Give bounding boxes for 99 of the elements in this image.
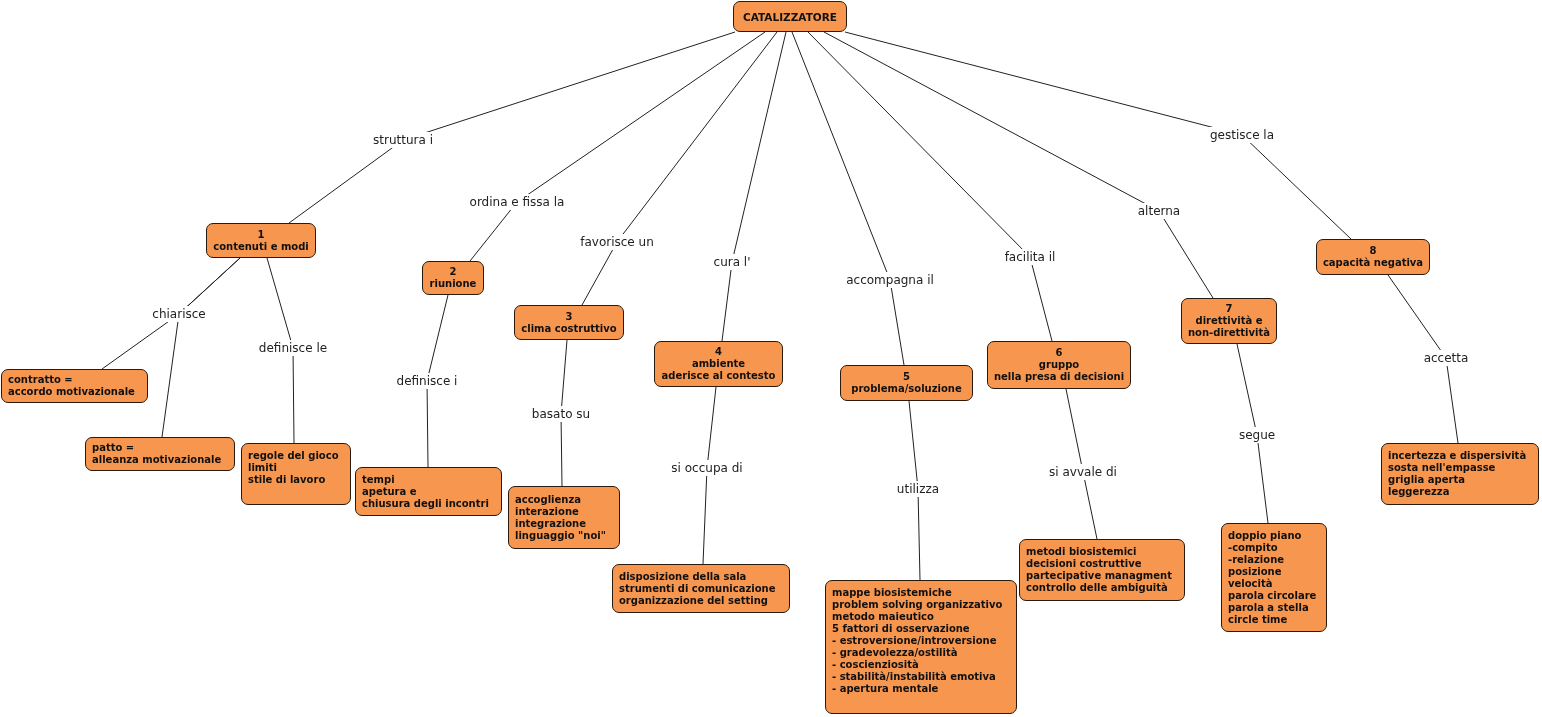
concept-number: 4 [715,346,722,358]
concept-number: 1 [257,228,265,241]
concept-text: 5 fattori di osservazione [832,623,970,635]
connector-line [791,31,905,366]
concept-text: ambiente [691,358,746,370]
concept-text: clima costruttivo [521,322,617,335]
connector-line [823,31,1214,299]
concept-text: non-direttività [1188,327,1270,339]
concept-box [987,341,1131,389]
concept-text: alleanza motivazionale [92,454,222,466]
concept-text: - gradevolezza/ostilità [832,647,958,659]
concept-number: 7 [1225,303,1233,315]
concept-text: parola circolare [1228,590,1317,602]
concept-text: accoglienza [515,493,581,506]
concept-text: - apertura mentale [832,683,939,695]
concept-text: partecipative managment [1026,570,1172,582]
concept-text: stile di lavoro [248,474,326,486]
concept-text: chiusura degli incontri [362,497,489,510]
concept-box [206,223,316,258]
concept-text: controllo delle ambiguità [1026,582,1168,594]
concept-text: -compito [1228,542,1278,554]
concept-text: nella presa di decisioni [993,371,1125,383]
concept-number: 6 [1055,347,1063,359]
concept-number: 5 [903,371,910,383]
concept-text: problem solving organizzativo [832,599,1003,611]
concept-box [654,341,783,387]
concept-box [825,580,1017,714]
concept-text: doppio piano [1228,530,1302,542]
concept-text: strumenti di comunicazione [619,582,776,595]
concept-text: circle time [1228,614,1288,626]
concept-box [241,443,351,505]
concept-text: problema/soluzione [851,383,962,395]
concept-text: incertezza e dispersività [1388,450,1527,462]
concept-box [840,365,973,401]
concept-text: contratto = [8,374,73,386]
concept-box [1,369,148,403]
concept-text: capacità negativa [1322,257,1424,269]
connector-line [702,386,717,565]
concept-box [1381,443,1539,505]
concept-text: organizzazione del setting [619,594,768,607]
concept-text: apetura e [362,485,417,498]
concept-text: tempi [362,473,395,486]
connector-line [266,257,295,444]
concept-text: interazione [515,505,579,518]
concept-text: mappe biosistemiche [832,587,952,599]
concept-box [422,261,484,295]
concept-box [508,486,620,549]
concept-text: CATALIZZATORE [743,10,837,23]
connector-line [721,31,787,342]
connector-line [581,31,778,306]
concept-text: metodi biosistemici [1026,546,1137,558]
concept-text: riunione [429,278,477,290]
concept-text: linguaggio "noi" [515,529,606,542]
concept-text: - stabilità/instabilità emotiva [832,671,996,683]
connector-line [288,31,736,224]
concept-text: limiti [248,462,277,474]
concept-text: decisioni costruttive [1026,558,1142,570]
concept-number: 2 [449,266,457,278]
concept-text: accordo motivazionale [8,386,135,398]
concept-text: integrazione [515,517,586,530]
connector-line [1387,274,1459,444]
connector-line [908,400,921,581]
concept-box [612,564,790,613]
concept-text: metodo maieutico [832,611,934,623]
concept-text: - estroversione/introversione [832,635,997,647]
concept-box [1181,298,1277,344]
concept-text: -relazione [1228,554,1285,566]
connector-line [1236,343,1269,524]
concept-box [514,305,624,340]
concept-text: posizione [1228,566,1282,578]
concept-text: griglia aperta [1388,474,1465,486]
connector-line [560,339,568,487]
concept-text: gruppo [1038,359,1080,371]
concept-box [1316,239,1430,275]
concept-text: contenuti e modi [213,240,309,253]
concept-text: - coscienziosità [832,659,919,671]
concept-box [1221,523,1327,632]
connector-line [469,31,766,262]
concept-box [355,467,502,516]
connector-line [807,31,1053,342]
concept-text: patto = [92,442,135,454]
connector-line [426,294,449,468]
concept-text: direttività e [1195,315,1263,327]
connector-line [844,31,1352,240]
connector-line [161,257,241,438]
concept-text: velocità [1228,578,1273,590]
connector-line [1065,388,1098,540]
concept-text: disposizione della sala [619,570,747,583]
concept-text: aderisce al contesto [661,370,776,382]
concept-box [1019,539,1185,601]
edge-label: gestisce la [1207,127,1277,143]
concept-text: leggerezza [1388,486,1450,498]
concept-number: 3 [565,310,573,323]
concept-text: parola a stella [1228,602,1309,614]
root-concept-box [733,1,847,32]
concept-box [85,437,235,471]
concept-text: regole del gioco [248,450,339,462]
concept-number: 8 [1369,245,1377,257]
concept-text: sosta nell'empasse [1388,462,1496,474]
